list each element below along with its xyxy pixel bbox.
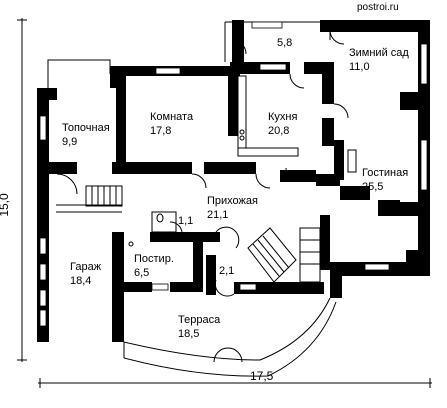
doors: [56, 29, 349, 297]
room-area-small-top: 5,8: [277, 37, 292, 49]
room-name-komnata: Комната: [150, 111, 194, 123]
room-area-prikhozhaya: 21,1: [207, 209, 228, 221]
room-name-terrasa: Терраса: [178, 314, 221, 326]
room-area-postir: 6,5: [134, 267, 149, 279]
room-name-postir: Постир.: [134, 253, 174, 265]
room-area-garazh: 18,4: [70, 275, 91, 287]
stairs: [85, 185, 321, 283]
room-name-topochnaya: Топочная: [62, 122, 110, 134]
room-name-zimniy-sad: Зимний сад: [349, 47, 409, 59]
dimension-lines: [17, 18, 432, 388]
room-area-komnata: 17,8: [150, 125, 171, 137]
windows: [39, 21, 428, 327]
room-name-kukhnya: Кухня: [268, 111, 297, 123]
room-area-topochnaya: 9,9: [62, 136, 77, 148]
room-area-kukhnya: 20,8: [268, 125, 289, 137]
room-area-closet: 2,1: [219, 265, 234, 277]
room-name-garazh: Гараж: [70, 261, 102, 273]
room-area-zimniy-sad: 11,0: [349, 61, 370, 73]
room-area-wc: 1,1: [178, 215, 193, 227]
wc-fixture: [128, 211, 177, 247]
kitchen-counter: [237, 75, 357, 173]
room-name-gostinaya: Гостиная: [362, 167, 408, 179]
dimension-width: 17,5: [250, 369, 274, 383]
room-labels: Топочная 9,9 Комната 17,8 Кухня 20,8 5,8…: [62, 37, 409, 340]
room-area-gostinaya: 25,5: [362, 181, 383, 193]
room-area-terrasa: 18,5: [178, 328, 199, 340]
room-name-prikhozhaya: Прихожая: [207, 195, 258, 207]
terrace-outline: [123, 297, 337, 377]
watermark: postroi.ru: [357, 2, 399, 13]
dimension-height: 15,0: [0, 193, 11, 217]
